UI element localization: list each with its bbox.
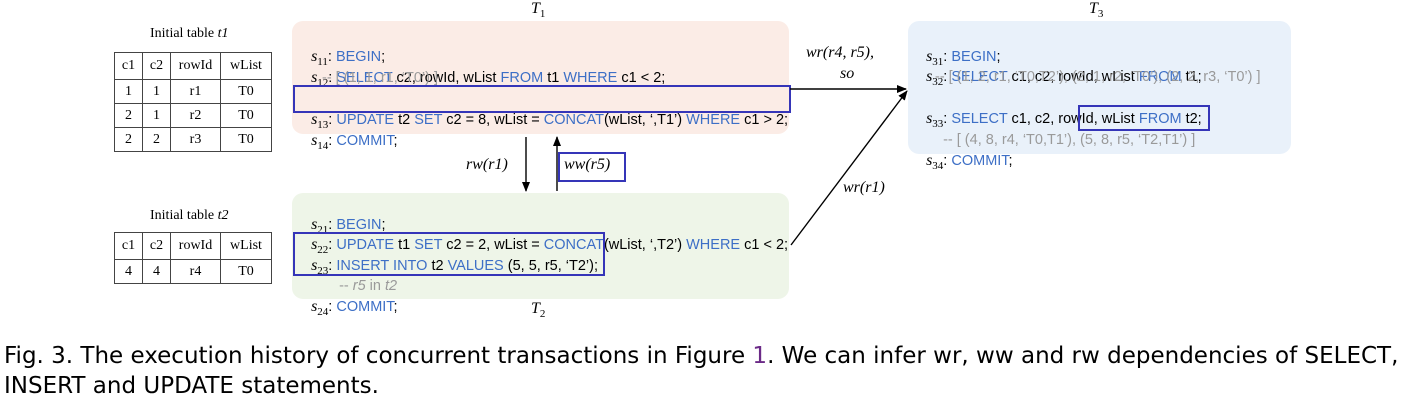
statement-s32-result-comment: -- [ (1, 2, r1, ‘T0,T2’), (2, 1, r2, ‘T0…: [935, 69, 1261, 85]
edge-label-wr-r4-r5: wr(r4, r5),: [806, 44, 875, 61]
edge-label-ww-r5: ww(r5): [564, 156, 611, 173]
statement-s11: s11: BEGIN;: [311, 47, 386, 68]
transaction-t3-title: T3: [1089, 0, 1104, 21]
statement-s14: s14: COMMIT;: [311, 131, 398, 152]
statement-label: s13: [311, 110, 329, 131]
statement-label: s11: [311, 47, 328, 68]
edge-label-rw-r1: rw(r1): [466, 156, 508, 173]
table-cell: r4: [170, 259, 221, 284]
transaction-t3-box: [908, 21, 1291, 154]
transaction-t1-box: [292, 21, 789, 134]
statement-label: s31: [926, 47, 944, 68]
statement-s12-result-comment: -- [ (1, 1, r1, ‘T0’) ]: [322, 70, 439, 86]
statement-s31: s31: BEGIN;: [926, 47, 1001, 68]
figure-caption: Fig. 3. The execution history of concurr…: [4, 343, 1399, 399]
table-cell: T0: [220, 259, 272, 284]
statement-label: s24: [311, 297, 329, 318]
highlight-r5-row: [1078, 105, 1210, 131]
table-cell: 1: [142, 79, 171, 104]
initial-table-t1: c1 c2 rowId wList 1 1 r1 T0 2 1 r2 T0 2 …: [114, 52, 272, 152]
transaction-t2-title: T2: [531, 300, 546, 321]
table-cell: r1: [170, 79, 221, 104]
transaction-t1-title: T1: [531, 0, 546, 21]
edge-label-so: so: [840, 65, 855, 82]
table-header-cell: c1: [114, 52, 143, 80]
statement-label: s21: [311, 215, 329, 236]
statement-s12: s12: SELECT c2, rowId, wList FROM t1 WHE…: [311, 68, 666, 89]
statement-label: s14: [311, 131, 329, 152]
statement-s32: s32: SELECT c1, c2, rowId, wList FROM t1…: [926, 67, 1202, 88]
highlight-s23: [293, 232, 605, 276]
table-row: 2 2 r3 T0: [114, 127, 272, 152]
table-cell: 1: [142, 103, 171, 128]
statement-s24: s24: COMMIT;: [311, 297, 398, 318]
statement-label: s34: [926, 151, 944, 172]
table-header-cell: wList: [220, 52, 272, 80]
statement-label: s33: [926, 109, 944, 130]
table-row: 4 4 r4 T0: [114, 259, 272, 284]
statement-s33-result-comment: -- [ (4, 8, r4, ‘T0,T1’), (5, 8, r5, ‘T2…: [943, 131, 1196, 148]
statement-s33: s33: SELECT c1, c2, rowId, wList FROM t2…: [926, 109, 1202, 130]
table-cell: T0: [220, 127, 272, 152]
arrow-wr-t2-to-t3: [790, 90, 908, 246]
table-cell: r3: [170, 127, 221, 152]
statement-label: s32: [926, 67, 944, 88]
figure-reference-link[interactable]: 1: [752, 343, 768, 369]
statement-s21: s21: BEGIN;: [311, 215, 386, 236]
transaction-t2-box: [292, 193, 789, 299]
edge-label-wr-r1: wr(r1): [843, 179, 885, 196]
statement-s23: s23: INSERT INTO t2 VALUES (5, 5, r5, ‘T…: [311, 256, 599, 277]
statement-s34: s34: COMMIT;: [926, 151, 1013, 172]
statement-label: s12: [311, 68, 329, 89]
highlight-s13: [293, 85, 791, 113]
statement-s22: s22: UPDATE t1 SET c2 = 2, wList = CONCA…: [311, 235, 789, 256]
statement-label: s22: [311, 235, 329, 256]
table-t1-caption: Initial table t1: [150, 26, 229, 41]
table-cell: 2: [114, 127, 143, 152]
table-t2-caption: Initial table t2: [150, 208, 229, 223]
table-cell: T0: [220, 103, 272, 128]
table-header-row: c1 c2 rowId wList: [114, 52, 272, 80]
highlighted-row-r5: (5, 8, r5, ‘T2,T1’): [1080, 131, 1188, 148]
table-header-cell: c2: [142, 52, 171, 80]
table-header-cell: wList: [220, 232, 272, 260]
statement-label: s23: [311, 256, 329, 277]
highlight-ww-r5: [558, 152, 626, 182]
statement-s23-comment: -- r5 in t2: [339, 277, 398, 294]
statement-s13: s13: UPDATE t2 SET c2 = 8, wList = CONCA…: [311, 110, 789, 131]
initial-table-t2: c1 c2 rowId wList 4 4 r4 T0: [114, 232, 272, 284]
